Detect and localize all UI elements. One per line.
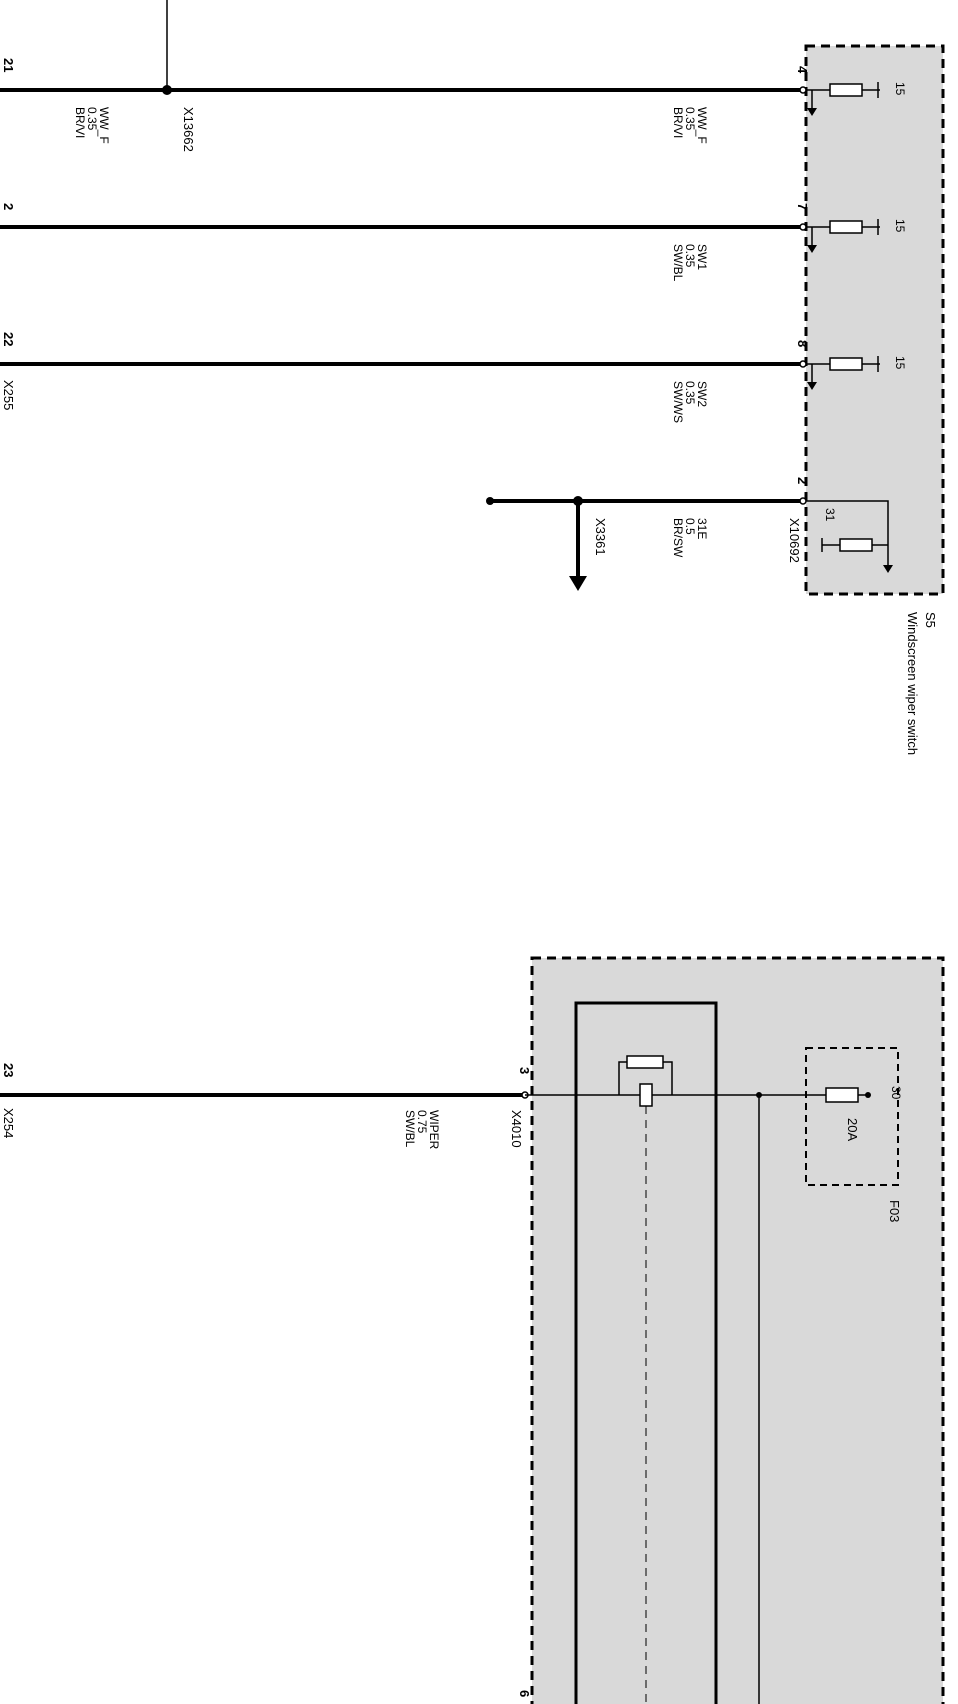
wiper-color: SW/BL bbox=[403, 1110, 417, 1148]
fuse-terminal-30: 30 bbox=[889, 1086, 903, 1100]
gnd-code: 31E bbox=[695, 518, 709, 539]
wiper-code: WIPER bbox=[427, 1110, 441, 1150]
pin-left-22: 22 bbox=[1, 332, 16, 346]
pin-left-23: 23 bbox=[1, 1063, 16, 1077]
s5-wiper-switch-box bbox=[804, 44, 945, 596]
relay-inner-frame bbox=[574, 1001, 718, 1704]
terminal-15-a: 15 bbox=[893, 82, 907, 96]
pin-left-2: 2 bbox=[1, 203, 16, 210]
switch-contact-8 bbox=[800, 356, 880, 390]
ww-left-size: 0.35 bbox=[85, 107, 99, 131]
gnd-size: 0.5 bbox=[683, 518, 697, 535]
pin-left-21: 21 bbox=[1, 58, 16, 72]
connector-x255: X255 bbox=[1, 380, 16, 410]
connector-x10692: X10692 bbox=[787, 518, 802, 563]
pin-right-7: 7 bbox=[795, 203, 810, 210]
switch-contact-4 bbox=[800, 82, 880, 116]
ww-color: BR/VI bbox=[671, 107, 685, 138]
sw2-size: 0.35 bbox=[683, 381, 697, 405]
ww-size: 0.35 bbox=[683, 107, 697, 131]
fuse-rating: 20A bbox=[845, 1118, 860, 1141]
ww-code: WW_F bbox=[695, 107, 709, 144]
pin-markers bbox=[521, 86, 807, 1099]
pin-right-6: 6 bbox=[517, 1690, 532, 1697]
switch-contact-7 bbox=[800, 219, 880, 253]
ww-left-code: WW_F bbox=[97, 107, 111, 144]
sw1-code: SW1 bbox=[695, 244, 709, 270]
f03-fuse-box bbox=[805, 1047, 899, 1186]
terminal-31: 31 bbox=[823, 508, 837, 522]
ground-connector-x3361: X3361 bbox=[593, 518, 608, 556]
pin-right-2: 2 bbox=[795, 477, 810, 484]
fuse-f03 bbox=[825, 1087, 871, 1103]
wiper-size: 0.75 bbox=[415, 1110, 429, 1134]
gnd-color: BR/SW bbox=[671, 518, 685, 558]
component-s5-name: Windscreen wiper switch bbox=[905, 612, 920, 755]
terminal-15-b: 15 bbox=[893, 219, 907, 233]
switch-contact-2 bbox=[800, 500, 893, 573]
pin-right-3: 3 bbox=[517, 1067, 532, 1074]
sw1-size: 0.35 bbox=[683, 244, 697, 268]
splice-point-x13662 bbox=[162, 85, 172, 95]
ground-end-dot bbox=[486, 497, 494, 505]
pin-right-4: 4 bbox=[795, 66, 810, 74]
relay-module-box bbox=[530, 956, 945, 1704]
connector-x254: X254 bbox=[1, 1108, 16, 1138]
relay-junction bbox=[756, 1092, 762, 1098]
connector-x4010: X4010 bbox=[509, 1110, 524, 1148]
ground-branch-arrow-icon bbox=[569, 576, 587, 591]
terminal-15-c: 15 bbox=[893, 356, 907, 370]
ww-left-color: BR/VI bbox=[73, 107, 87, 138]
pin-right-8: 8 bbox=[795, 340, 810, 347]
component-s5-id: S5 bbox=[923, 612, 938, 628]
sw2-code: SW2 bbox=[695, 381, 709, 407]
sw1-color: SW/BL bbox=[671, 244, 685, 282]
fuse-id-f03: F03 bbox=[887, 1200, 902, 1222]
splice-x13662: X13662 bbox=[181, 107, 196, 152]
sw2-color: SW/WS bbox=[671, 381, 685, 423]
labels: 21 2 22 23 X255 X254 WW_F 0.35 BR/VI X13… bbox=[1, 58, 938, 1697]
relay-coil bbox=[618, 1055, 673, 1704]
